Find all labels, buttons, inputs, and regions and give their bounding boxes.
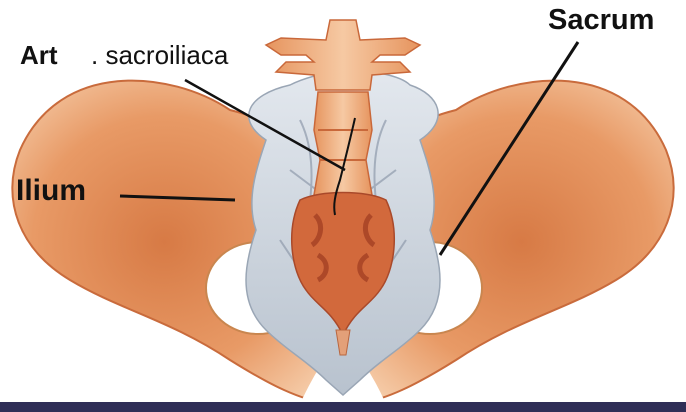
label-sacroiliaca: . sacroiliaca: [91, 42, 228, 68]
label-sacrum: Sacrum: [548, 6, 654, 35]
label-ilium: Ilium: [16, 176, 86, 206]
sacral-column: [314, 92, 372, 205]
label-art: Art: [20, 42, 58, 68]
bottom-bar: [0, 402, 686, 412]
